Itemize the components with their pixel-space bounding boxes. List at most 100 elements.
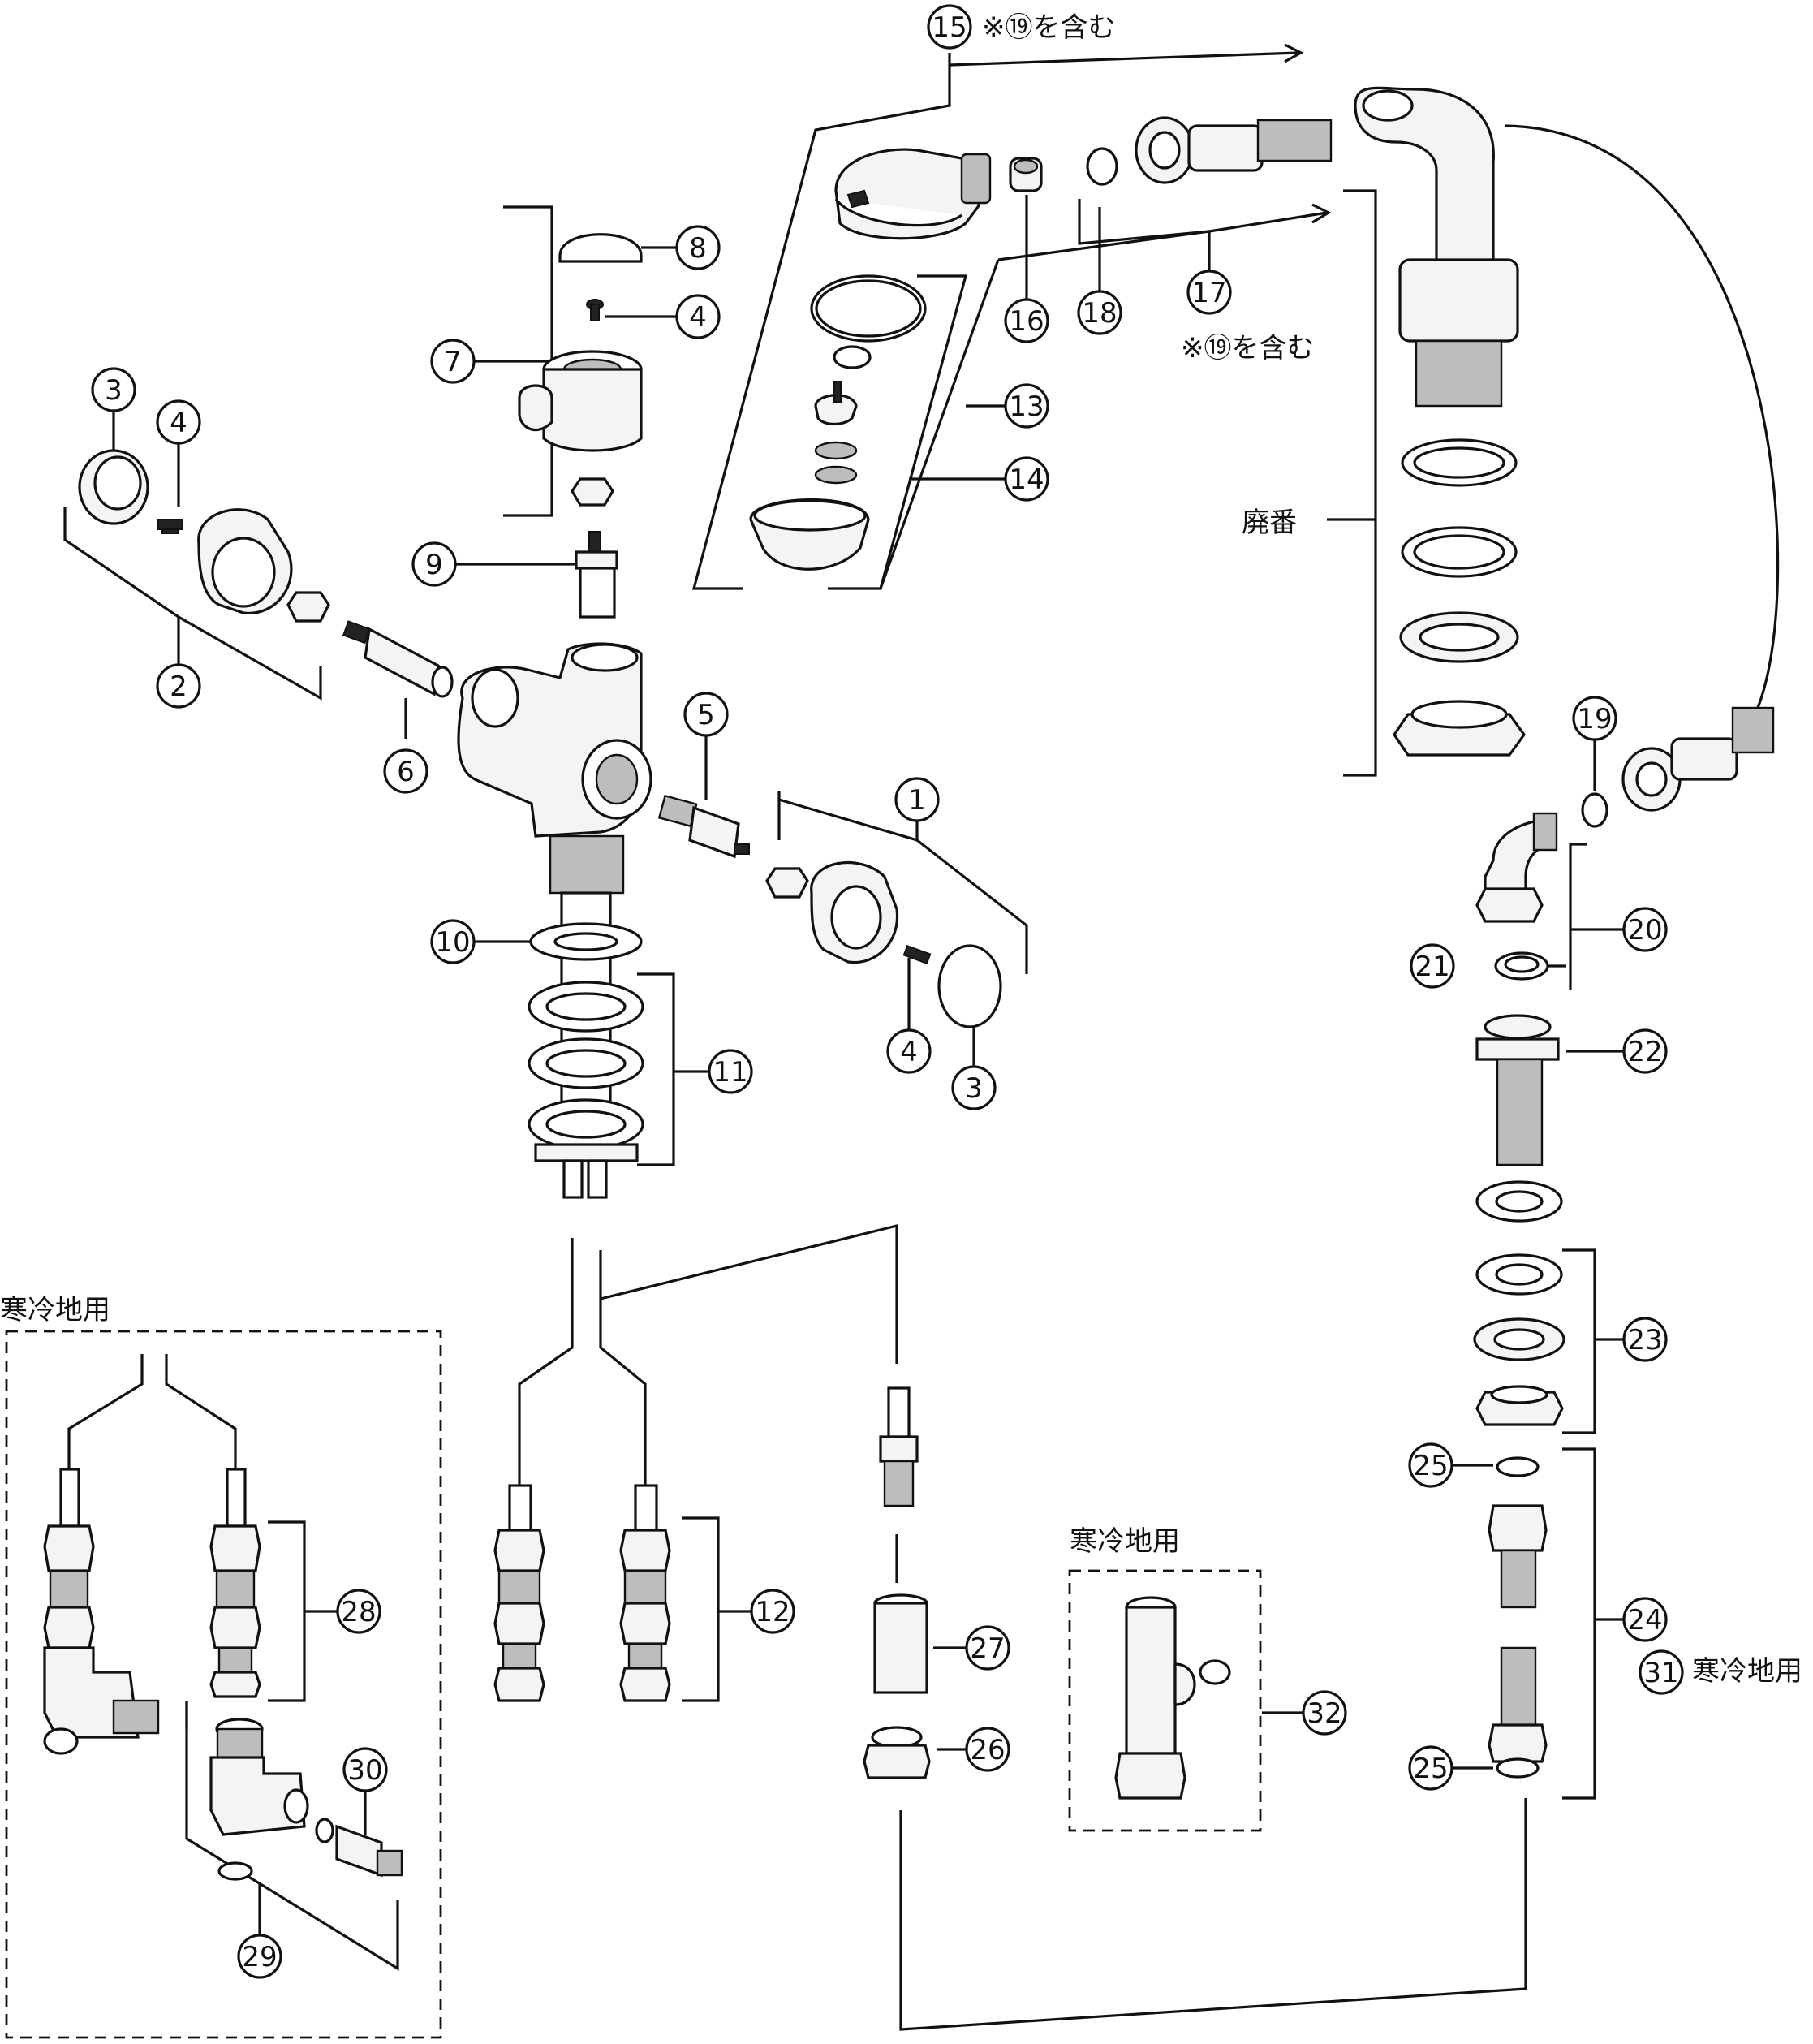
- shank-part: [528, 834, 644, 1199]
- svg-text:12: 12: [755, 1596, 790, 1628]
- cartridge-6-part: [342, 620, 454, 698]
- callout-26: 26: [965, 1727, 1010, 1772]
- washer-25b-part: [1496, 1757, 1540, 1779]
- connector-12-right-part: [619, 1484, 671, 1702]
- svg-text:19: 19: [1577, 703, 1612, 735]
- callout-27: 27: [965, 1625, 1010, 1671]
- cold-connector-28-part: [209, 1468, 261, 1698]
- callout-28: 28: [336, 1589, 381, 1634]
- svg-text:8: 8: [689, 232, 707, 265]
- svg-text:11: 11: [713, 1056, 747, 1089]
- svg-text:4: 4: [900, 1036, 918, 1068]
- callout-3: 3: [91, 367, 136, 412]
- callout-17: 17: [1186, 270, 1232, 315]
- connector-27-part: [873, 1593, 928, 1694]
- svg-text:31: 31: [1643, 1657, 1678, 1689]
- drain-plug-30-part: [315, 1818, 403, 1878]
- note-cold-region-mid: 寒冷地用: [1070, 1525, 1180, 1558]
- leader-lines: [63, 43, 1780, 2031]
- threaded-nipple-part: [1475, 1014, 1560, 1166]
- callout-24: 24: [1622, 1597, 1668, 1642]
- cold-connector-left-part: [43, 1468, 160, 1755]
- small-washer-part: [833, 345, 872, 369]
- nut-right-part: [765, 867, 809, 899]
- callout-4: 4: [886, 1028, 932, 1074]
- callout-13: 13: [1004, 383, 1049, 429]
- svg-text:30: 30: [347, 1754, 382, 1787]
- callout-22: 22: [1622, 1028, 1668, 1074]
- nut-left-part: [286, 591, 330, 623]
- svg-text:2: 2: [170, 671, 187, 703]
- aerator-part: [814, 381, 858, 485]
- svg-text:22: 22: [1627, 1036, 1662, 1068]
- callout-21: 21: [1410, 943, 1455, 989]
- svg-text:25: 25: [1413, 1753, 1448, 1785]
- svg-text:14: 14: [1009, 464, 1044, 496]
- elbow-fitting-part: [1475, 812, 1558, 923]
- cold-region-left-box: [5, 1330, 442, 2039]
- connector-12-left-part: [493, 1484, 545, 1702]
- callout-3: 3: [951, 1065, 997, 1110]
- svg-text:18: 18: [1082, 297, 1117, 330]
- callout-4: 4: [675, 294, 721, 339]
- svg-text:32: 32: [1307, 1697, 1341, 1730]
- handle-1-part: [810, 860, 899, 964]
- handle-2-part: [197, 508, 293, 614]
- callout-25: 25: [1408, 1745, 1453, 1791]
- callout-10: 10: [430, 919, 476, 964]
- drain-valve-29-part: [209, 1718, 309, 1881]
- svg-text:5: 5: [697, 699, 715, 731]
- svg-text:23: 23: [1627, 1324, 1662, 1356]
- svg-text:27: 27: [970, 1632, 1005, 1665]
- svg-text:26: 26: [970, 1734, 1005, 1766]
- spout-cap-part: [749, 498, 870, 571]
- callout-9: 9: [411, 541, 457, 587]
- screw-4b-part: [157, 519, 183, 534]
- cover-3a-part: [78, 449, 149, 525]
- washer-stack-part: [1473, 1180, 1565, 1426]
- note-cold-region-left: 寒冷地用: [0, 1294, 110, 1326]
- callout-25: 25: [1408, 1442, 1453, 1488]
- fitting-26-part: [863, 1726, 931, 1779]
- svg-text:21: 21: [1415, 951, 1449, 983]
- callout-29: 29: [237, 1934, 282, 1979]
- hose-end-part: [1135, 116, 1333, 184]
- cold-valve-32-part: [1114, 1596, 1231, 1800]
- callout-15: 15: [927, 4, 972, 50]
- callout-16: 16: [1004, 298, 1049, 343]
- callout-1: 1: [894, 777, 940, 822]
- callout-7: 7: [430, 339, 476, 384]
- callout-11: 11: [708, 1049, 753, 1094]
- callout-8: 8: [675, 225, 721, 270]
- cap-part: [558, 233, 643, 263]
- svg-text:28: 28: [341, 1596, 376, 1628]
- callout-19: 19: [1572, 696, 1617, 741]
- callout-20: 20: [1622, 907, 1668, 952]
- cold-region-mid-box: [1068, 1569, 1262, 1832]
- hose-with-nut-part: [1581, 706, 1775, 828]
- nut-part: [571, 477, 614, 507]
- screw-4c-part: [902, 944, 932, 965]
- note-includes-19-a: ※⑲を含む: [982, 11, 1116, 44]
- svg-text:13: 13: [1009, 390, 1044, 423]
- strainer-part: [1009, 157, 1043, 192]
- handle-body-part: [518, 350, 643, 452]
- screw-4a-part: [586, 299, 604, 321]
- svg-text:4: 4: [689, 301, 707, 334]
- svg-text:3: 3: [965, 1072, 983, 1105]
- note-includes-19-b: ※⑲を含む: [1181, 332, 1315, 364]
- note-discontinued: 廃番: [1242, 507, 1297, 539]
- svg-text:4: 4: [170, 407, 187, 439]
- washer-25a-part: [1496, 1456, 1540, 1477]
- svg-text:25: 25: [1413, 1450, 1448, 1482]
- callout-23: 23: [1622, 1317, 1668, 1362]
- svg-text:3: 3: [105, 374, 123, 407]
- cover-3b-part: [937, 944, 1002, 1028]
- callout-5: 5: [683, 692, 729, 737]
- svg-text:29: 29: [242, 1941, 277, 1973]
- svg-text:7: 7: [444, 346, 462, 378]
- svg-text:9: 9: [425, 549, 443, 581]
- callout-6: 6: [383, 748, 428, 794]
- svg-text:6: 6: [397, 756, 415, 788]
- svg-text:17: 17: [1191, 277, 1226, 309]
